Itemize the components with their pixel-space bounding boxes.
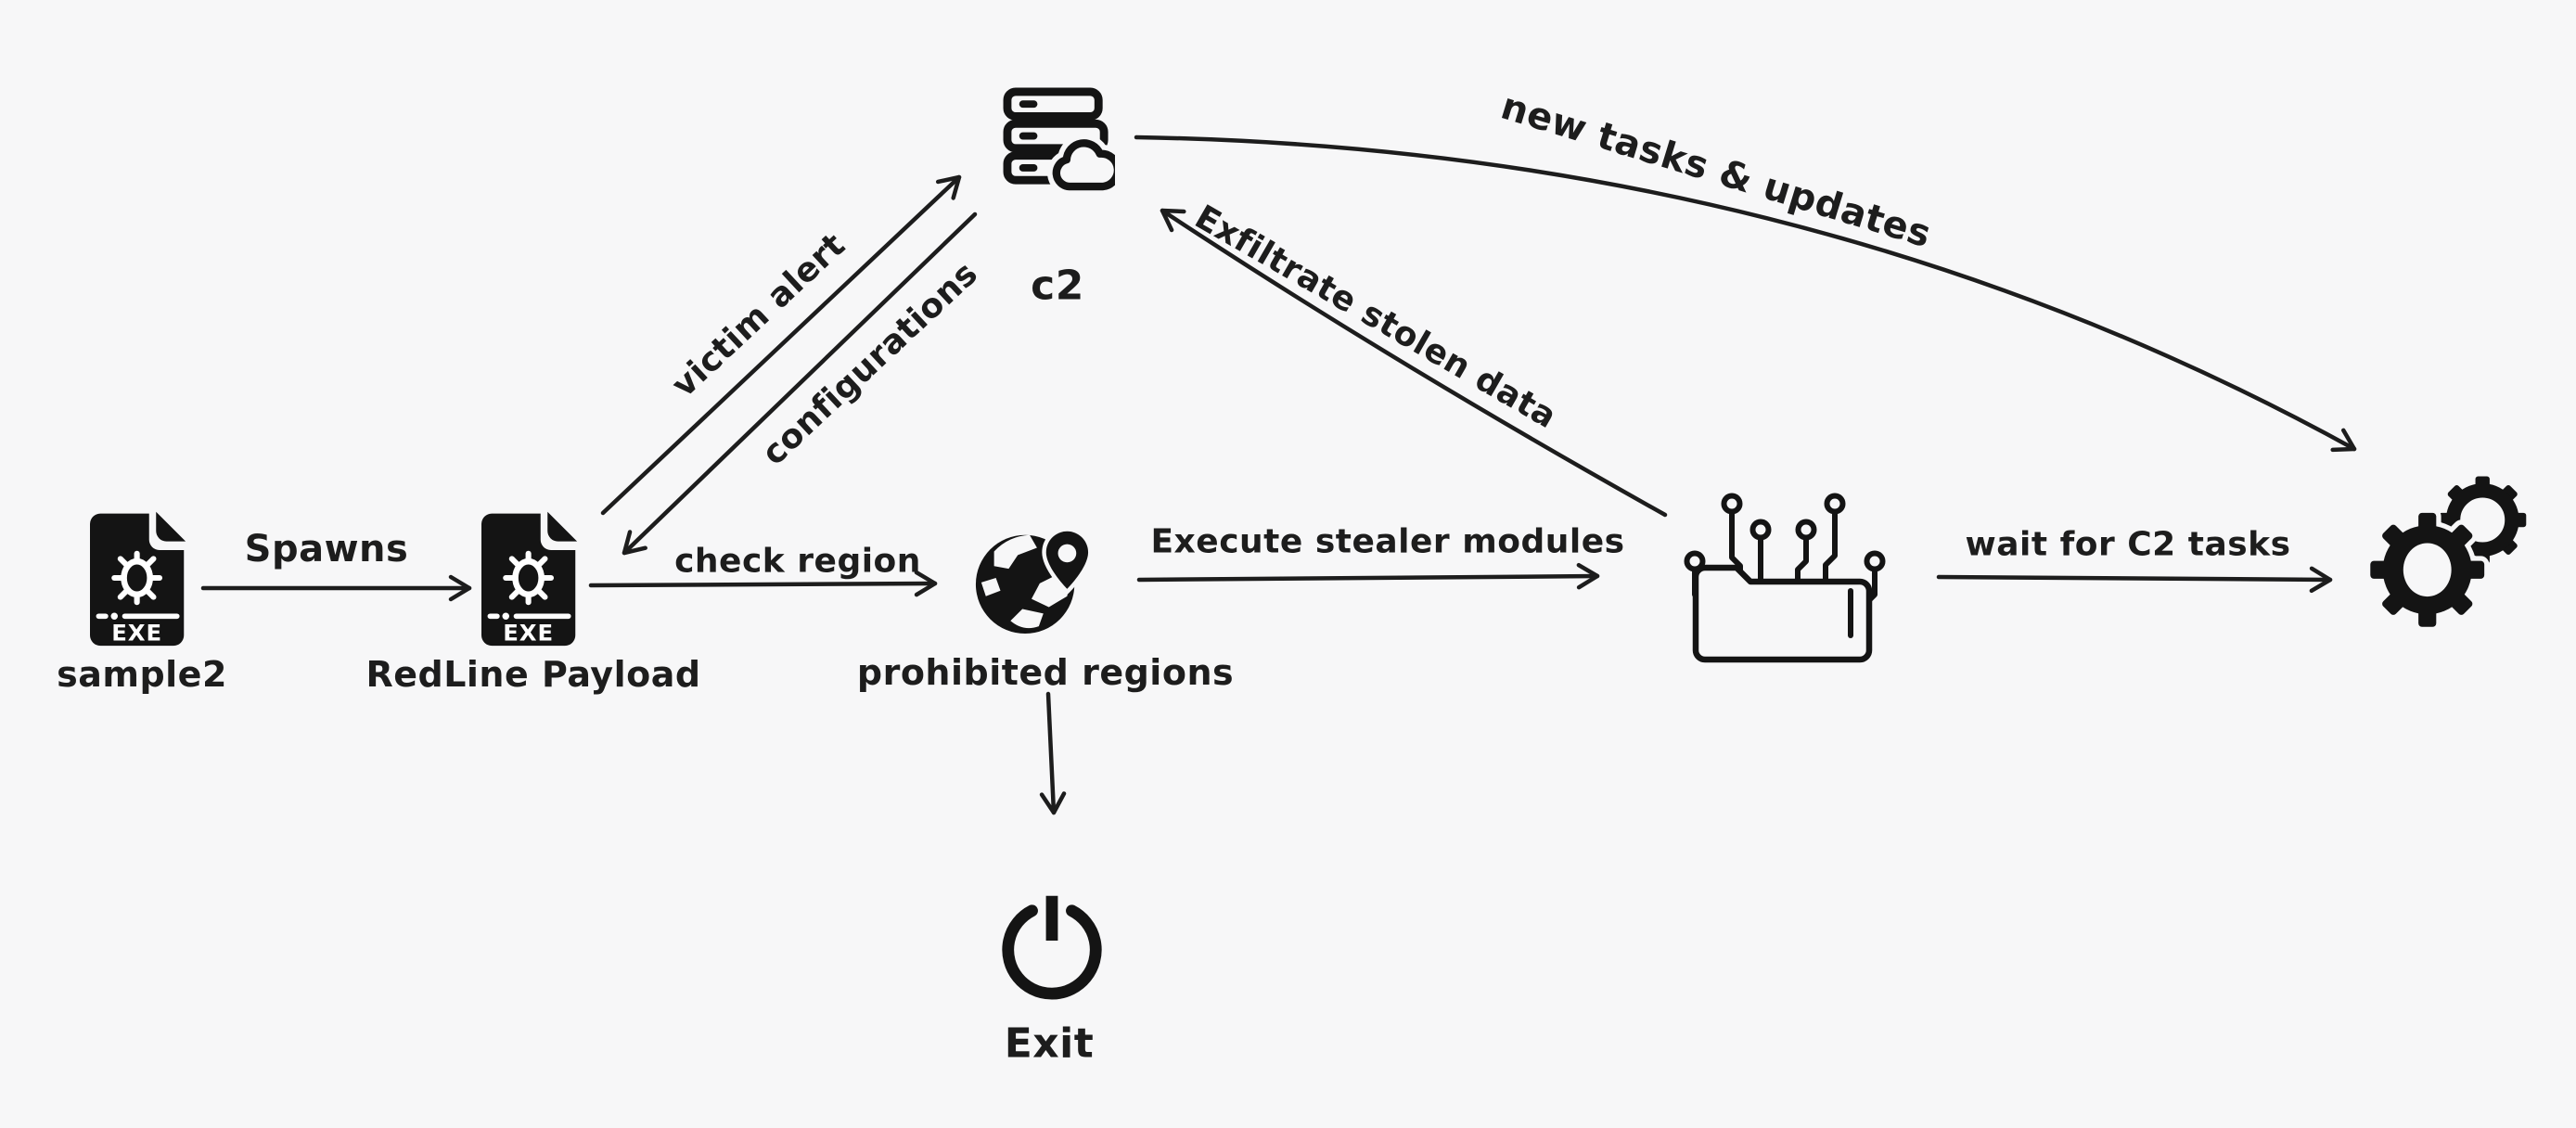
edge-configurations-arrow xyxy=(622,212,978,556)
node-c2 xyxy=(1002,86,1115,192)
exe-file-icon: EXE xyxy=(481,511,578,647)
edge-wait-c2-arrow xyxy=(1936,566,2333,594)
edge-label-check-region: check region xyxy=(674,542,921,581)
edge-label-spawns: Spawns xyxy=(244,528,409,570)
edge-label-wait-c2: wait for C2 tasks xyxy=(1965,525,2291,564)
gears-icon xyxy=(2370,476,2527,627)
edge-exit-arrow xyxy=(1039,691,1067,815)
node-label-redline-payload: RedLine Payload xyxy=(365,654,701,695)
edge-victim-alert-arrow xyxy=(600,174,962,516)
edge-new-tasks-arrow xyxy=(1134,135,2357,453)
globe-pin-icon xyxy=(975,527,1091,634)
edge-execute-stealer-arrow xyxy=(1136,562,1600,590)
folder-circuit-icon xyxy=(1684,493,1886,663)
node-redline-payload: EXE xyxy=(478,508,583,647)
svg-text:EXE: EXE xyxy=(111,620,162,647)
edge-exfiltrate-arrow xyxy=(1160,208,1668,518)
exe-file-icon: EXE xyxy=(90,511,186,647)
node-sample2: EXE xyxy=(86,508,191,647)
power-icon xyxy=(1002,895,1102,1000)
svg-text:EXE: EXE xyxy=(503,620,554,647)
node-label-sample2: sample2 xyxy=(57,654,227,695)
node-prohibited-regions xyxy=(972,518,1091,638)
node-c2-tasks xyxy=(2354,471,2532,636)
edge-check-region-arrow xyxy=(588,570,938,597)
server-cloud-icon xyxy=(1003,87,1115,192)
edge-label-execute-stealer: Execute stealer modules xyxy=(1150,522,1625,561)
node-stealer-modules xyxy=(1679,478,1890,668)
node-label-exit: Exit xyxy=(1004,1019,1095,1068)
node-exit xyxy=(993,883,1111,1004)
node-label-c2: c2 xyxy=(1031,262,1084,310)
node-label-prohibited-regions: prohibited regions xyxy=(856,652,1235,693)
